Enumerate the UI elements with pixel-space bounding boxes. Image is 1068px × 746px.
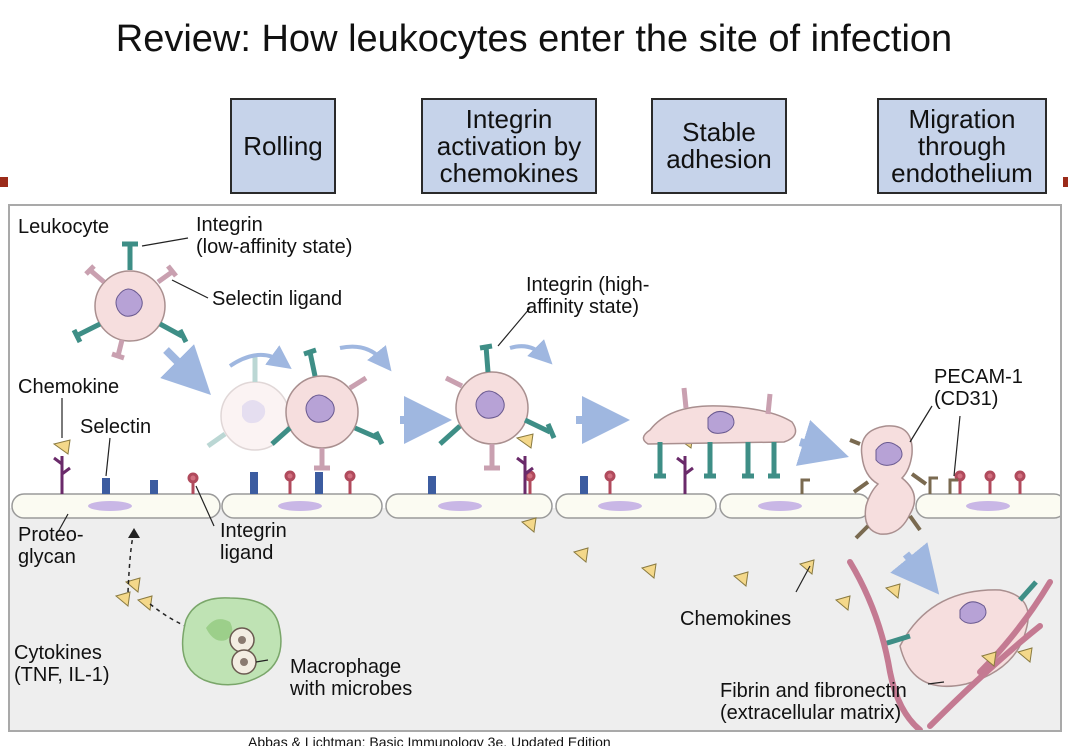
stage-migration: Migration through endothelium [877, 98, 1047, 194]
stage-rolling: Rolling [230, 98, 336, 194]
rolling-motion-arrow-1 [228, 345, 292, 370]
selectin-molecules [102, 472, 588, 494]
label-integrin-high: Integrin (high- affinity state) [526, 274, 650, 318]
figure-credit: Abbas & Lichtman: Basic Immunology 3e, U… [248, 735, 611, 746]
macrophage [181, 597, 282, 686]
label-selectin: Selectin [80, 416, 152, 438]
label-selectin-ligand: Selectin ligand [212, 288, 343, 310]
tissue-region [10, 508, 1060, 730]
label-macrophage: Macrophage with microbes [290, 656, 413, 700]
label-chemokines: Chemokines [680, 608, 792, 630]
proteoglycans [53, 456, 694, 494]
label-chemokine: Chemokine [18, 376, 120, 398]
rolling-leukocyte-ghost [206, 356, 290, 451]
rolling-motion-arrow-2 [339, 344, 392, 372]
label-fibrin: Fibrin and fibronectin (extracellular ma… [720, 680, 907, 724]
stage-integrin-activation: Integrin activation by chemokines [421, 98, 597, 194]
label-proteoglycan: Proteo- glycan [18, 524, 84, 568]
diagram-panel: Leukocyte Integrin (low-affinity state) … [8, 204, 1062, 732]
stage-stable-adhesion: Stable adhesion [651, 98, 787, 194]
cytokine-arrow-head [128, 528, 140, 538]
fibrin-fibers [847, 559, 1053, 730]
label-pecam: PECAM-1 (CD31) [934, 366, 1023, 410]
free-leukocyte [71, 241, 189, 361]
endothelial-nuclei [88, 501, 1010, 511]
label-integrin-ligand: Integrin ligand [220, 520, 287, 564]
label-cytokines: Cytokines (TNF, IL-1) [14, 642, 110, 686]
rolling-leukocyte [270, 347, 385, 471]
leader-lines [57, 237, 961, 685]
slide-title: Review: How leukocytes enter the site of… [115, 18, 953, 60]
label-leukocyte: Leukocyte [18, 216, 110, 238]
flow-arrows [160, 344, 940, 595]
label-integrin-low: Integrin (low-affinity state) [196, 214, 353, 258]
transmigrating-leukocyte [849, 425, 928, 540]
diagram-svg [10, 237, 1060, 730]
pecam-molecules [800, 476, 958, 494]
activation-motion-arrow [509, 339, 553, 365]
integrin-ligand-molecules [187, 470, 1026, 494]
slide-edge-mark-left [0, 177, 8, 187]
activated-leukocyte [438, 343, 557, 471]
adherent-leukocyte [642, 387, 797, 479]
slide-edge-mark-right [1063, 177, 1068, 187]
